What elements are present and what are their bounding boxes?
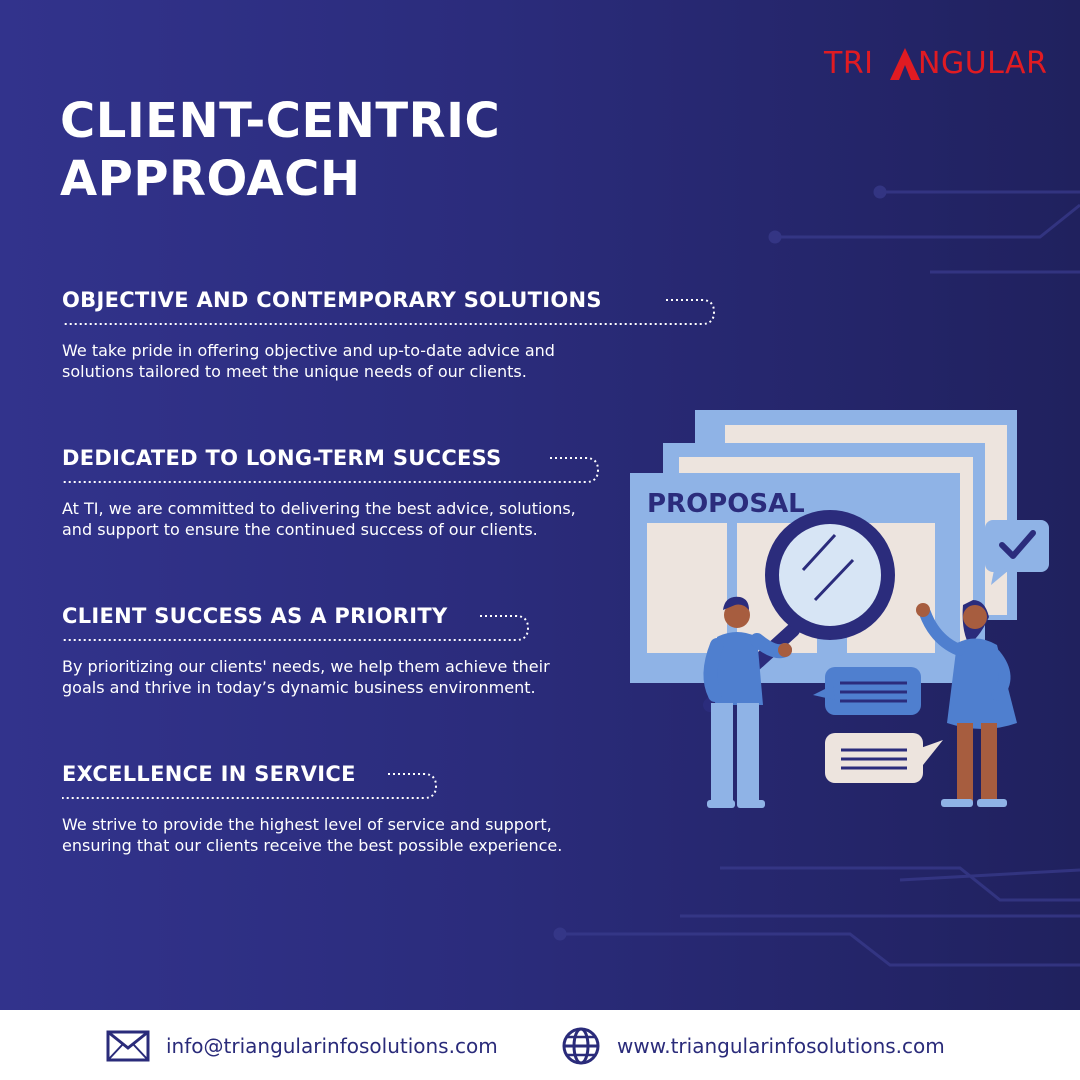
brand-logo: TRI NGULAR	[824, 44, 1048, 84]
section-title: EXCELLENCE IN SERVICE	[62, 760, 438, 799]
dotted-underline-decoration	[62, 773, 438, 799]
woman-figure	[916, 600, 1017, 807]
section-excellence-in-service: EXCELLENCE IN SERVICE We strive to provi…	[62, 760, 722, 856]
section-title-text: CLIENT SUCCESS AS A PRIORITY	[62, 604, 448, 628]
section-long-term-success: DEDICATED TO LONG-TERM SUCCESS At TI, we…	[62, 444, 722, 540]
globe-icon	[562, 1027, 600, 1065]
section-client-success-priority: CLIENT SUCCESS AS A PRIORITY By prioriti…	[62, 602, 722, 698]
dotted-underline-decoration	[62, 299, 716, 325]
logo-triangle-icon	[890, 48, 920, 80]
section-description: We take pride in offering objective and …	[62, 341, 555, 381]
circuit-lines-decoration	[553, 185, 1080, 967]
poster-background: TRI NGULAR CLIENT-CENTRIC APPROACH OBJEC…	[0, 0, 1080, 1010]
logo-text-right: NGULAR	[918, 46, 1048, 81]
logo-text-left: TRI	[824, 46, 874, 81]
envelope-icon	[106, 1030, 150, 1062]
website-link[interactable]: www.triangularinfosolutions.com	[617, 1034, 945, 1058]
chat-bubble-icon	[825, 733, 943, 783]
contact-footer: info@triangularinfosolutions.com www.tri…	[0, 1010, 1080, 1080]
chat-bubble-icon	[813, 667, 921, 715]
man-figure	[703, 596, 792, 808]
section-title: CLIENT SUCCESS AS A PRIORITY	[62, 602, 530, 641]
section-title-text: OBJECTIVE AND CONTEMPORARY SOLUTIONS	[62, 288, 602, 312]
page-title: CLIENT-CENTRIC APPROACH	[60, 92, 620, 208]
proposal-review-illustration: PROPOSAL	[630, 410, 1049, 808]
section-title: DEDICATED TO LONG-TERM SUCCESS	[62, 444, 600, 483]
section-title-text: DEDICATED TO LONG-TERM SUCCESS	[62, 446, 502, 470]
dotted-underline-decoration	[62, 457, 600, 483]
document-proposal-label: PROPOSAL	[647, 489, 805, 519]
section-title-text: EXCELLENCE IN SERVICE	[62, 762, 356, 786]
page-title-line-2: APPROACH	[60, 151, 361, 207]
website-contact[interactable]: www.triangularinfosolutions.com	[561, 1027, 945, 1065]
section-description: We strive to provide the highest level o…	[62, 815, 563, 855]
section-title: OBJECTIVE AND CONTEMPORARY SOLUTIONS	[62, 286, 716, 325]
section-description: By prioritizing our clients' needs, we h…	[62, 657, 550, 697]
section-description: At TI, we are committed to delivering th…	[62, 499, 576, 539]
email-contact[interactable]: info@triangularinfosolutions.com	[106, 1027, 498, 1065]
dotted-underline-decoration	[62, 615, 530, 641]
page-title-line-1: CLIENT-CENTRIC	[60, 93, 501, 149]
section-objective-solutions: OBJECTIVE AND CONTEMPORARY SOLUTIONS We …	[62, 286, 722, 382]
email-link[interactable]: info@triangularinfosolutions.com	[166, 1034, 498, 1058]
checkmark-bubble-icon	[985, 520, 1049, 585]
